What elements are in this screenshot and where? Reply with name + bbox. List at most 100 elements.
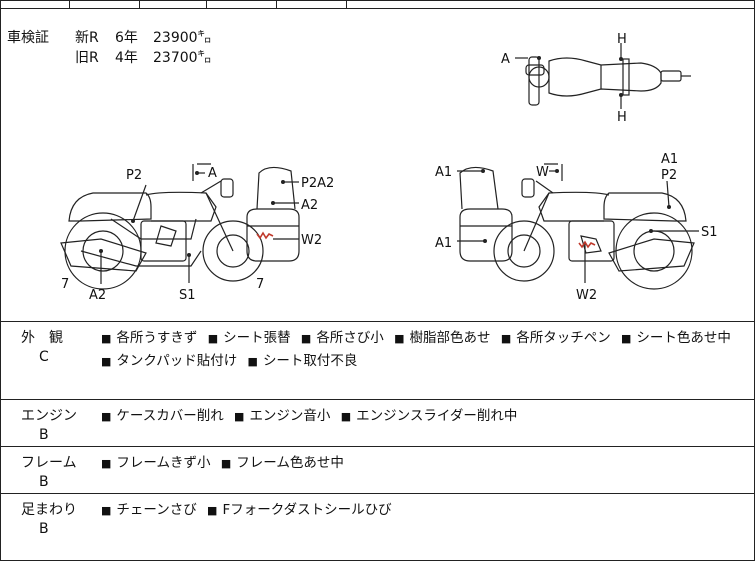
top-cell-divider xyxy=(69,1,70,8)
note-item: ■ ケースカバー削れ xyxy=(101,408,224,424)
note-item: ■ エンジンスライダー削れ中 xyxy=(341,408,518,424)
note-text: エンジン音小 xyxy=(249,408,331,424)
marker-icon: ■ xyxy=(500,332,512,345)
section-grade: B xyxy=(39,474,49,490)
note-item: ■ フレームきず小 xyxy=(101,455,211,471)
marker-icon: ■ xyxy=(207,332,219,345)
diagram-labels: A H H P2 A P2A2 A2 W2 7 7 A2 S1 A1 W A1 … xyxy=(61,32,718,303)
note-text: 各所さび小 xyxy=(316,330,384,346)
section-divider xyxy=(1,446,754,447)
note-item: ■タンクパッド貼付け xyxy=(101,353,237,369)
section-name: 外 観 xyxy=(21,330,63,346)
note-item: ■ 各所さび小 xyxy=(301,330,384,346)
marker-icon: ■ xyxy=(101,457,112,470)
section-notes: ■ フレームきず小 ■ フレーム色あせ中 xyxy=(101,452,751,475)
top-cell-divider xyxy=(346,1,347,8)
section-grade: C xyxy=(39,349,49,365)
section-notes: ■ 各所うすきず ■ シート張替 ■ 各所さび小 ■ 樹脂部色あせ ■ 各所タッチペン ■… xyxy=(101,327,751,373)
marker-icon: ■ xyxy=(101,504,112,517)
note-text: シート取付不良 xyxy=(262,353,358,369)
note-text: エンジンスライダー削れ中 xyxy=(356,408,518,424)
note-text: フレーム色あせ中 xyxy=(236,455,344,471)
note-text: 各所タッチペン xyxy=(516,330,611,346)
label-top-h: H xyxy=(617,32,627,47)
marker-icon: ■ xyxy=(234,410,245,423)
label-left-a2: A2 xyxy=(89,288,106,303)
note-text: フレームきず小 xyxy=(116,455,211,471)
marker-icon: ■ xyxy=(300,332,312,345)
note-item: ■ エンジン音小 xyxy=(234,408,330,424)
note-item: ■ 各所うすきず xyxy=(101,330,197,346)
marker-icon: ■ xyxy=(101,332,112,345)
section-name: フレーム xyxy=(21,455,77,471)
label-left-p2a2: P2A2 xyxy=(301,176,334,191)
section-divider xyxy=(1,321,754,322)
note-item: ■ シート色あせ中 xyxy=(621,330,731,346)
leader-lines xyxy=(100,170,699,284)
registration-km: 23700㌔ xyxy=(153,50,212,66)
marker-icon: ■ xyxy=(394,332,405,345)
red-damage-marks xyxy=(256,231,596,249)
damage-diagram: A H H P2 A P2A2 A2 W2 7 7 A2 S1 A1 W A1 … xyxy=(1,21,754,321)
section-grade: B xyxy=(39,521,49,537)
section-name: エンジン xyxy=(21,408,77,424)
note-text: シート色あせ中 xyxy=(636,330,731,346)
top-view-motorcycle xyxy=(515,43,691,109)
registration-label: 車検証 xyxy=(7,30,49,46)
label-right-w: W xyxy=(536,165,549,180)
section-exterior: 外 観 C ■ 各所うすきず ■ シート張替 ■ 各所さび小 ■ 樹脂部色あせ ■ 各所タ… xyxy=(1,321,754,399)
section-grade: B xyxy=(39,427,49,443)
damage-dots xyxy=(99,56,671,257)
top-table-strip xyxy=(1,1,754,9)
marker-icon: ■ xyxy=(101,355,112,368)
marker-icon: ■ xyxy=(220,457,232,470)
label-right-a1: A1 xyxy=(435,165,452,180)
marker-icon: ■ xyxy=(340,410,352,423)
registration-km: 23900㌔ xyxy=(153,30,212,46)
marker-icon: ■ xyxy=(621,332,632,345)
section-notes: ■ ケースカバー削れ ■ エンジン音小 ■ エンジンスライダー削れ中 xyxy=(101,405,751,428)
note-item: ■ シート取付不良 xyxy=(248,353,358,369)
section-divider xyxy=(1,493,754,494)
label-left-a: A xyxy=(208,166,217,181)
note-text: ケースカバー削れ xyxy=(116,408,224,424)
top-cell-divider xyxy=(206,1,207,8)
label-right-a1: A1 xyxy=(661,152,678,167)
registration-name: 新R xyxy=(75,30,99,46)
label-left-s1: S1 xyxy=(179,288,196,303)
label-left-7: 7 xyxy=(61,277,69,292)
label-top-a: A xyxy=(501,52,510,67)
section-notes: ■ チェーンさび ■ Fフォークダストシールひび xyxy=(101,499,751,522)
top-cell-divider xyxy=(139,1,140,8)
registration-years: 4年 xyxy=(115,50,138,66)
note-item: ■ チェーンさび xyxy=(101,502,197,518)
section-name: 足まわり xyxy=(21,502,77,518)
label-left-7: 7 xyxy=(256,277,264,292)
note-text: Fフォークダストシールひび xyxy=(222,502,392,518)
note-text: チェーンさび xyxy=(116,502,197,518)
label-right-s1: S1 xyxy=(701,225,718,240)
note-item: ■ Fフォークダストシールひび xyxy=(207,502,392,518)
note-item: ■ 各所タッチペン xyxy=(501,330,611,346)
note-item: ■ フレーム色あせ中 xyxy=(221,455,344,471)
label-left-w2: W2 xyxy=(301,233,322,248)
section-suspension: 足まわり B ■ チェーンさび ■ Fフォークダストシールひび xyxy=(1,493,754,560)
marker-icon: ■ xyxy=(101,410,112,423)
right-view-motorcycle xyxy=(459,163,695,290)
marker-icon: ■ xyxy=(207,504,218,517)
label-top-h: H xyxy=(617,110,627,125)
marker-icon: ■ xyxy=(247,355,258,368)
section-frame: フレーム B ■ フレームきず小 ■ フレーム色あせ中 xyxy=(1,446,754,493)
label-left-p2: P2 xyxy=(126,168,142,183)
section-divider xyxy=(1,399,754,400)
note-text: 樹脂部色あせ xyxy=(409,330,491,346)
left-view-motorcycle xyxy=(60,163,300,290)
label-right-w2: W2 xyxy=(576,288,597,303)
label-left-a2: A2 xyxy=(301,198,318,213)
section-engine: エンジン B ■ ケースカバー削れ ■ エンジン音小 ■ エンジンスライダー削れ中 xyxy=(1,399,754,446)
note-text: シート張替 xyxy=(223,330,291,346)
note-text: 各所うすきず xyxy=(116,330,198,346)
